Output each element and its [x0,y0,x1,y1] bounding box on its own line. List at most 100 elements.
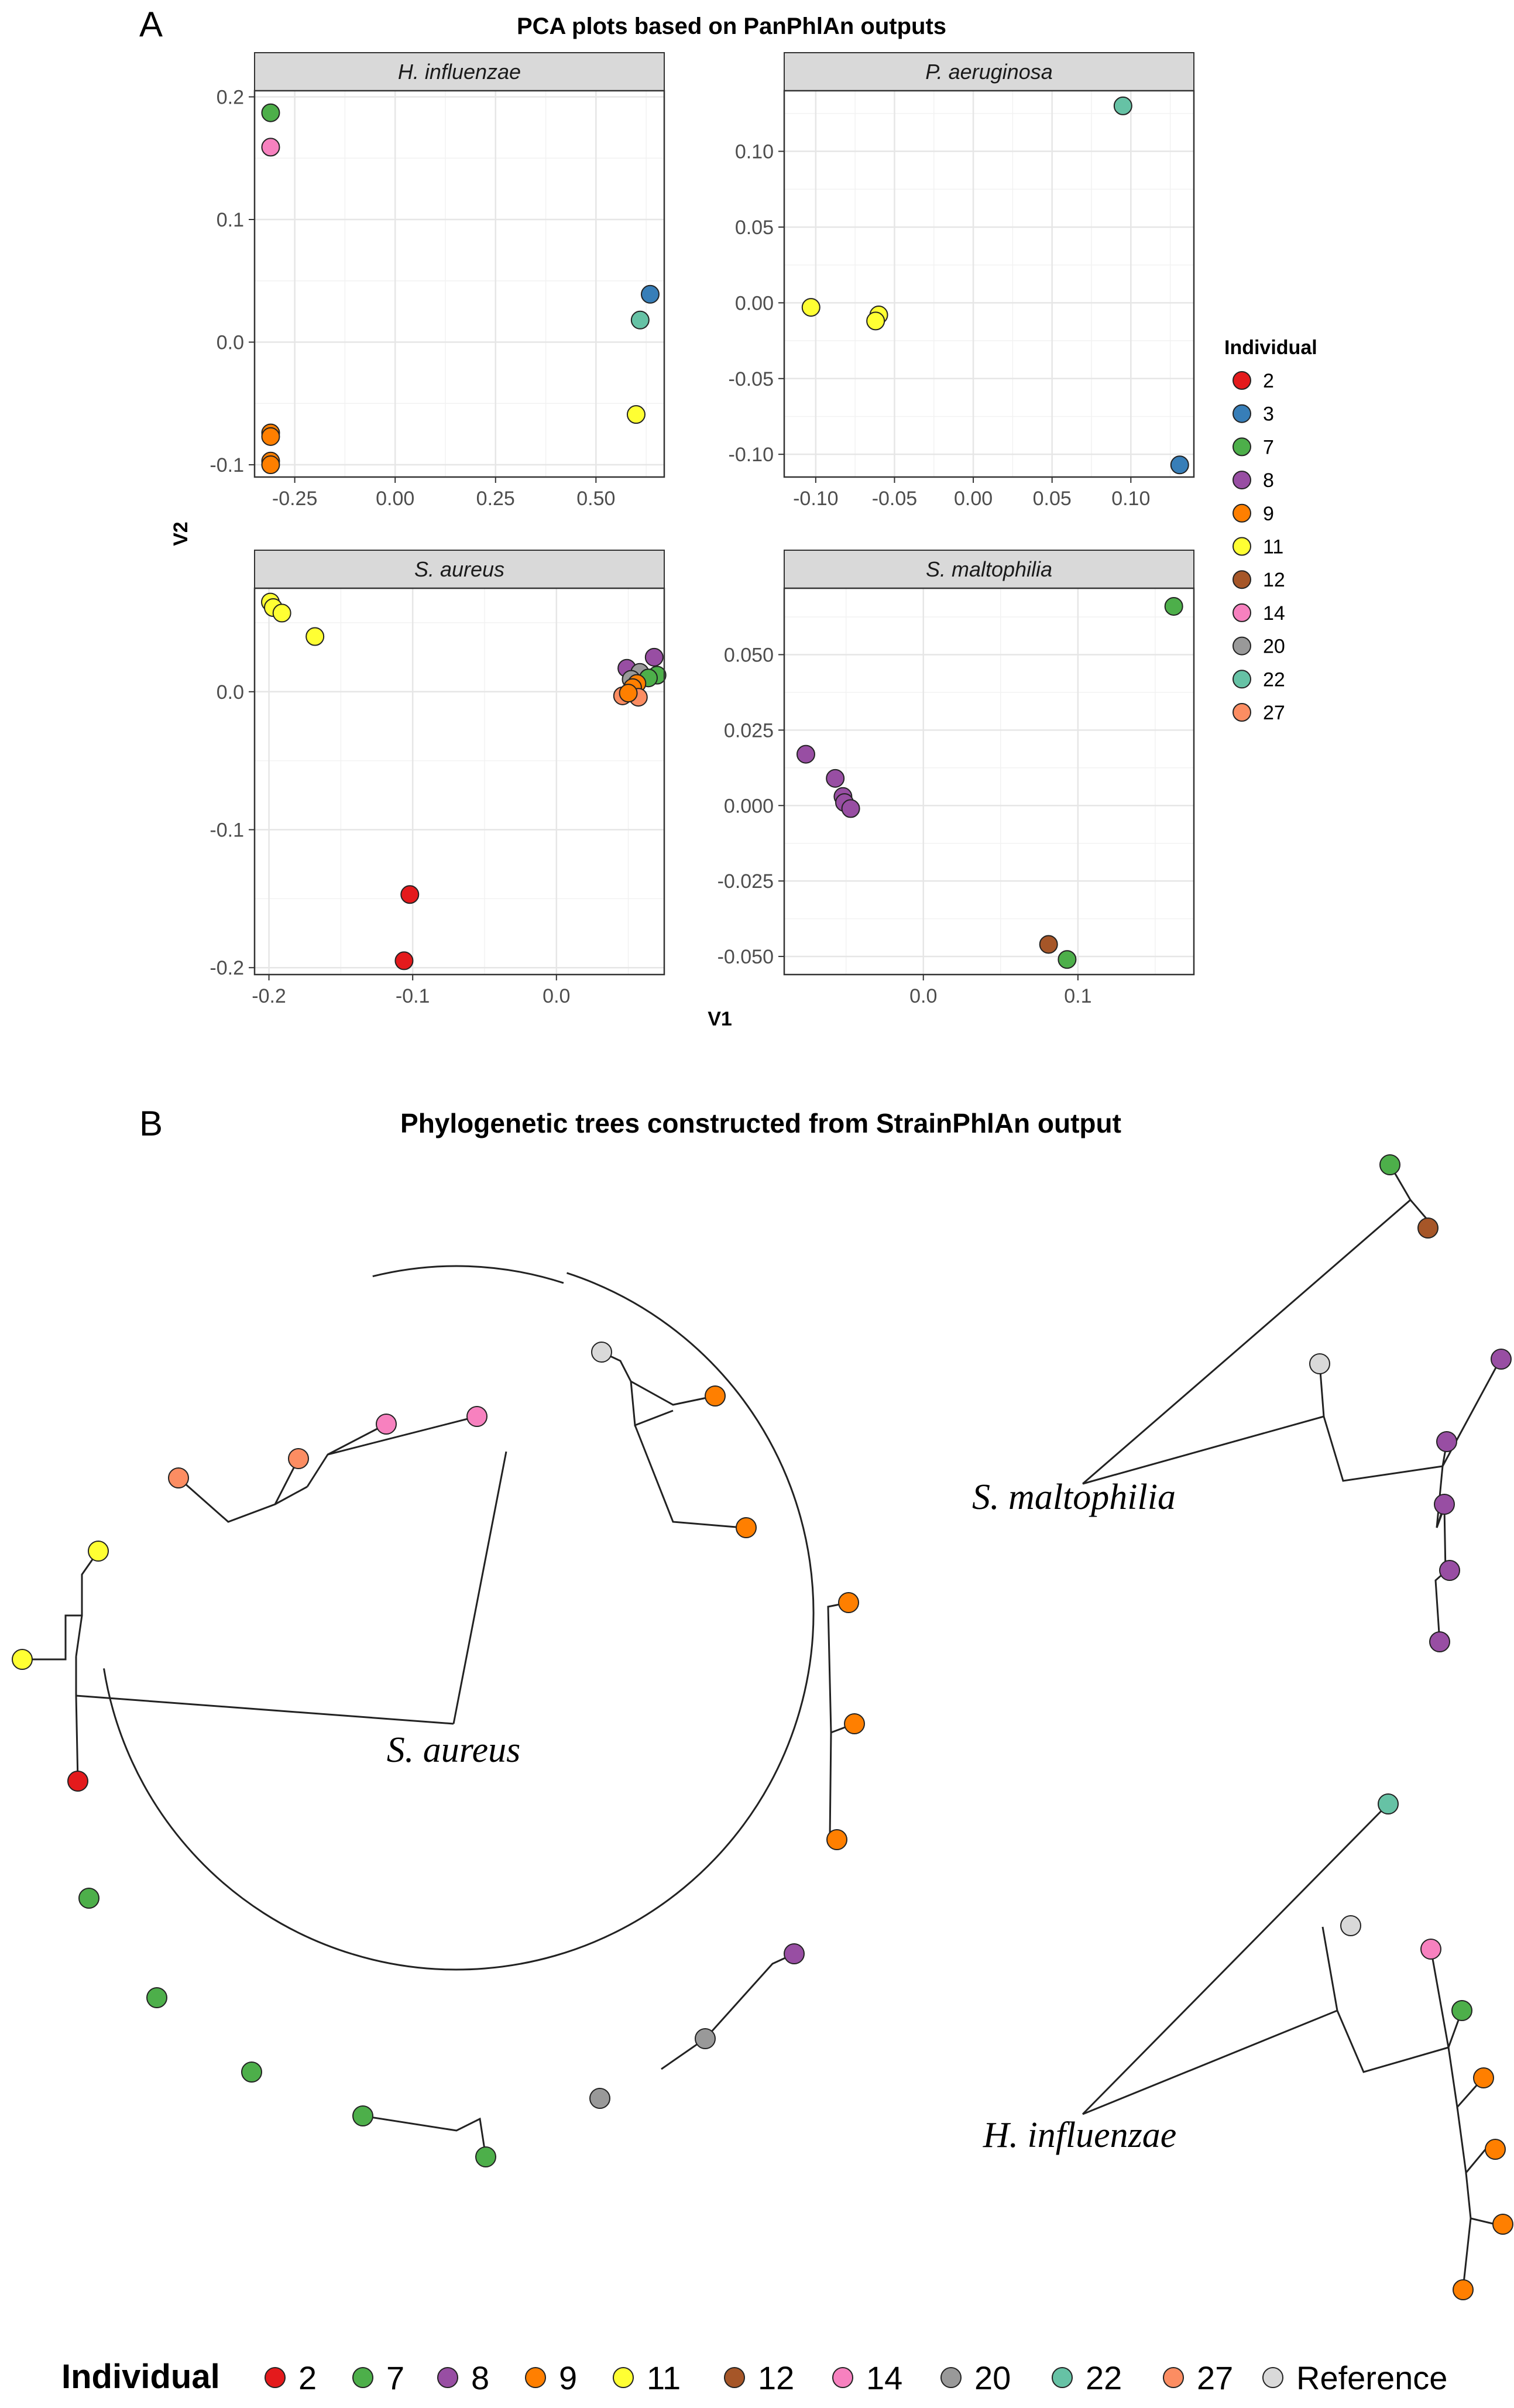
legend-label: 14 [866,2359,902,2396]
scatter-point [272,603,291,623]
scatter-point [866,311,885,331]
y-tick-label: -0.050 [717,946,774,968]
x-tick-label: 0.50 [576,488,615,510]
y-tick-label: -0.1 [210,454,244,476]
legend-label: Reference [1296,2359,1447,2396]
phylogenetic-trees [12,1154,1513,2300]
scatter-point [619,684,638,703]
tree-tip [695,2028,716,2049]
tree-tip [591,1342,612,1363]
legend-label: 11 [647,2359,681,2396]
panel-b-letter: B [139,1104,163,1143]
y-tick-label: 0.1 [217,209,244,231]
tree-branch [372,1265,564,1284]
legend-label: 8 [1263,469,1274,492]
tree-tip [1378,1793,1399,1814]
y-tick-label: 0.0 [217,681,244,704]
panel-a-letter: A [139,5,163,44]
tree-label-s-maltophilia: S. maltophilia [972,1477,1176,1517]
tree-tip [168,1467,189,1488]
tree-branch [327,1423,387,1456]
y-tick-label: -0.1 [210,819,244,842]
tree-tip [1485,2139,1506,2160]
tree-branch [452,1451,507,1724]
tree-branch [1409,1199,1429,1221]
tree-branch [362,2115,487,2157]
y-tick-label: 0.10 [735,141,774,163]
tree-tip [1473,2067,1494,2088]
legend-swatch [1233,570,1251,589]
x-tick-label: 0.00 [954,488,993,510]
tree-tip [146,1987,167,2008]
legend-title: Individual [1224,337,1317,359]
legend-swatch [724,2367,745,2388]
scatter-point [394,951,414,970]
tree-tip [78,1888,99,1909]
tree-tip [705,1385,726,1407]
tree-branch [75,1695,79,1782]
x-tick-label: -0.1 [396,985,430,1007]
tree-tip [826,1829,847,1850]
legend-swatch [1233,603,1251,622]
legend-swatch [437,2367,458,2388]
facet-strip-label: S. aureus [414,557,504,581]
legend-swatch [1052,2367,1073,2388]
y-tick-label: 0.05 [735,217,774,239]
legend-swatch [525,2367,546,2388]
legend-label: 7 [1263,436,1274,458]
legend-label: 22 [1086,2359,1122,2396]
legend-swatch [1262,2367,1283,2388]
legend-swatch [265,2367,286,2388]
tree-tip [1420,1939,1441,1960]
x-tick-label: -0.10 [793,488,839,510]
scatter-point [400,885,420,904]
y-tick-label: 0.050 [724,644,774,666]
tree-branch [1082,1803,1389,2115]
legend-label: 20 [974,2359,1011,2396]
panel-a-title: PCA plots based on PanPhlAn outputs [517,13,946,39]
x-tick-label: 0.1 [1064,985,1091,1007]
legend-label: 20 [1263,636,1285,658]
legend-label: 14 [1263,602,1285,625]
legend-swatch [1233,471,1251,490]
tree-label-s-aureus: S. aureus [387,1730,520,1770]
legend-label: 12 [758,2359,794,2396]
scatter-point [826,769,845,788]
y-tick-label: -0.05 [729,368,774,390]
panel-b-title: Phylogenetic trees constructed from Stra… [400,1108,1121,1138]
x-axis-title: V1 [708,1008,732,1030]
tree-branch [1336,1949,1450,2073]
tree-tip [466,1406,487,1427]
tree-tip [1436,1431,1457,1452]
legend-label: 9 [559,2359,577,2396]
facet-strip-label: S. maltophilia [926,557,1052,581]
scatter-point [1164,596,1183,616]
legend-swatch [1233,636,1251,656]
y-tick-label: -0.025 [717,870,774,893]
tree-tip [241,2061,262,2083]
tree-tip [1453,2279,1474,2300]
tree-tip [376,1414,397,1435]
legend-swatch [1233,404,1251,423]
scatter-point [1170,455,1189,475]
legend-label: 2 [1263,370,1274,392]
legend-title: Individual [61,2358,220,2396]
scatter-point [261,103,280,122]
legend-swatch [1233,437,1251,457]
y-tick-label: 0.000 [724,795,774,817]
x-tick-label: 0.10 [1111,488,1150,510]
tree-tip [1340,1915,1361,1936]
scatter-point [640,284,660,304]
tree-tip [67,1771,88,1792]
legend-label: 12 [1263,569,1285,591]
scatter-point [1058,950,1077,969]
x-tick-label: 0.0 [543,985,570,1007]
scatter-point [796,745,815,764]
x-tick-label: -0.05 [872,488,918,510]
y-tick-label: 0.025 [724,719,774,742]
